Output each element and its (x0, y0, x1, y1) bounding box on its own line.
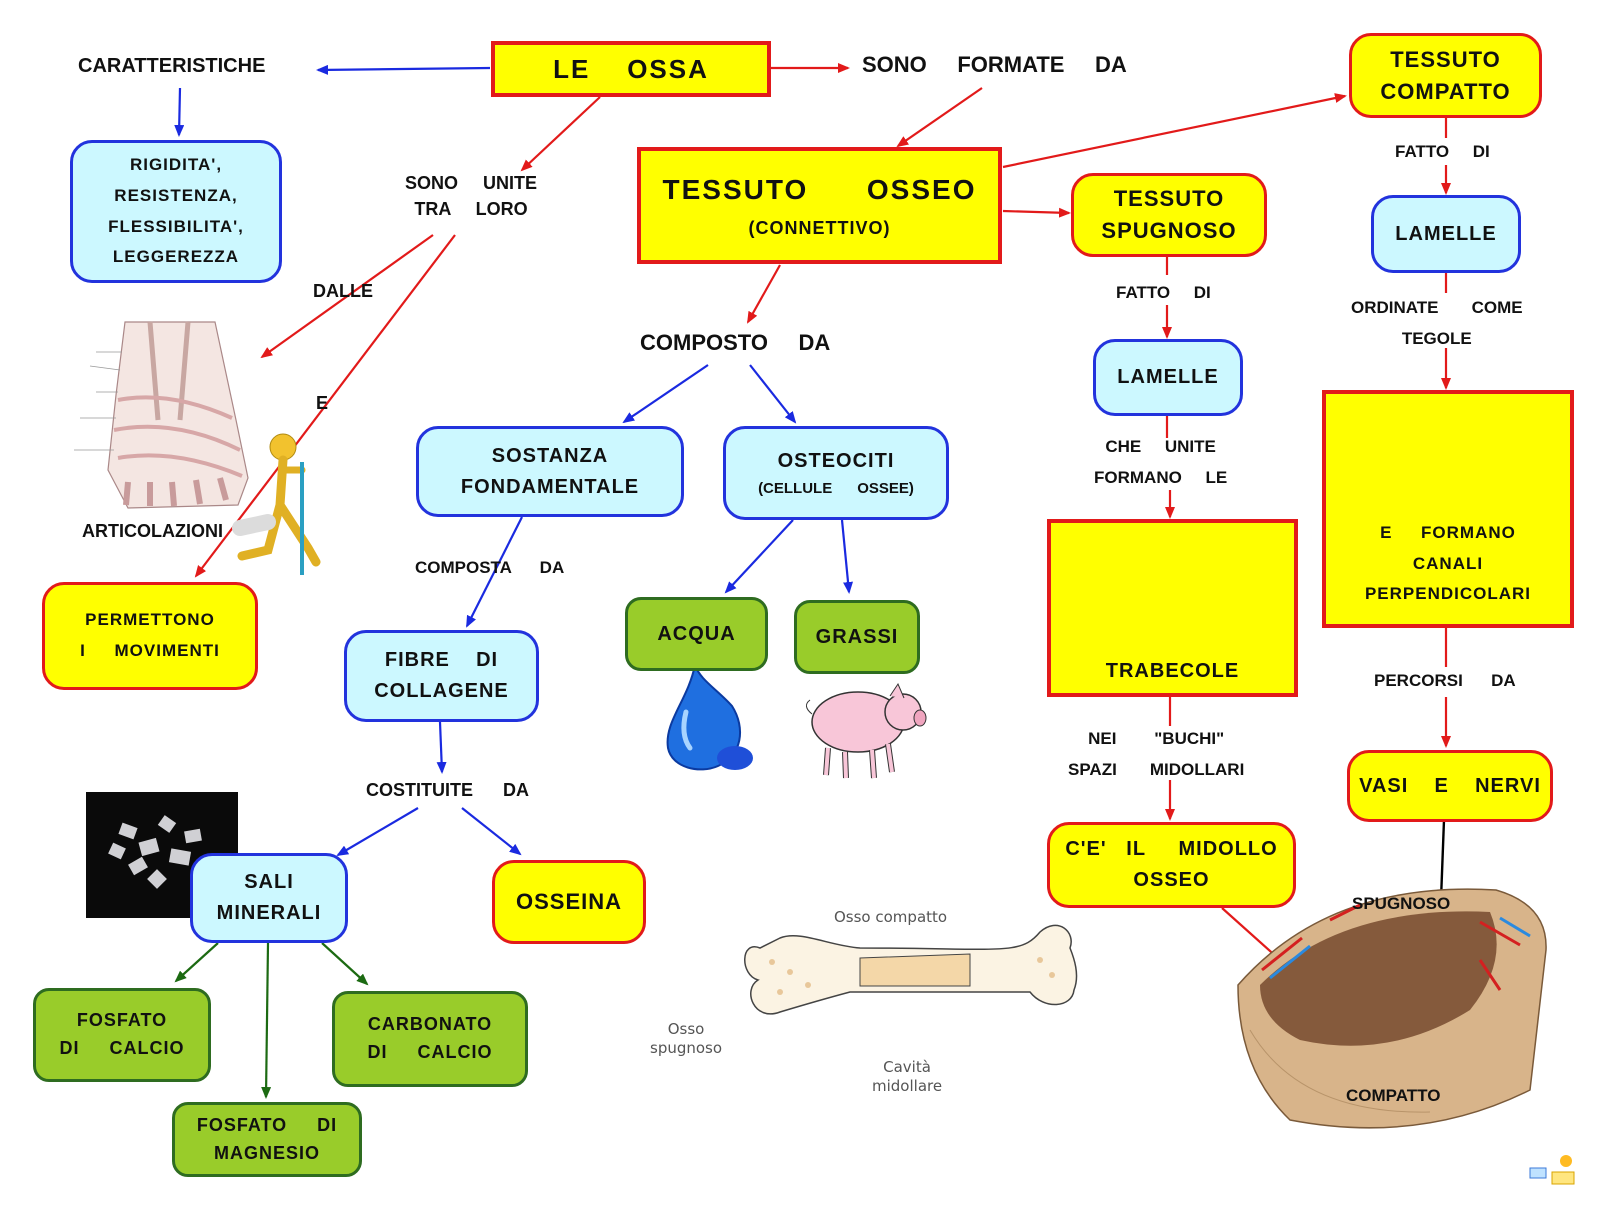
tessuto-osseo-title: TESSUTO OSSEO (662, 173, 977, 205)
fosfato-calcio-box: FOSFATO DI CALCIO (33, 988, 211, 1082)
unite-label: SONO UNITE TRA LORO (405, 173, 538, 220)
cavita-caption: Cavità midollare (872, 1058, 943, 1095)
osso-spugnoso-caption: Osso spugnoso (650, 1020, 723, 1057)
fibre-box: FIBRE DI COLLAGENE (344, 630, 539, 722)
section-compatto-label: COMPATTO (1346, 1086, 1441, 1105)
arrow-to-fosfato-calcio (174, 942, 219, 983)
properties-box: RIGIDITA', RESISTENZA, FLESSIBILITA', LE… (70, 140, 282, 283)
logo-mark-icon (1529, 1155, 1575, 1185)
fosfato-magnesio-box: FOSFATO DI MAGNESIO (172, 1102, 362, 1177)
arrow-to-grassi (840, 519, 854, 594)
arrow-to-sostanza (622, 364, 709, 424)
canali-label: E FORMANO CANALI PERPENDICOLARI (1364, 523, 1532, 604)
arrow-to-sali (336, 807, 419, 857)
sp-fatto-label: FATTO DI (1116, 283, 1211, 302)
arrow-to-unite (520, 96, 601, 172)
dalle-label: DALLE (313, 281, 373, 301)
arrow-to-fosfato-magnesio (261, 942, 272, 1099)
costituite-label: COSTITUITE DA (366, 780, 530, 800)
composto-label: COMPOSTO DA (640, 330, 831, 355)
arrow-to-acqua (724, 519, 794, 594)
arrow-to-tessuto-osseo (896, 87, 983, 148)
cp-ordinate-label: ORDINATE COME TEGOLE (1351, 298, 1523, 348)
cp-lamelle-box: LAMELLE (1371, 195, 1521, 273)
arrow-to-caratteristiche (316, 64, 491, 75)
sostanza-box: SOSTANZA FONDAMENTALE (416, 426, 684, 517)
formate-label: SONO FORMATE DA (862, 52, 1127, 77)
midollo-box: C'E' IL MIDOLLO OSSEO (1047, 822, 1296, 908)
sali-box: SALI MINERALI (190, 853, 348, 943)
osso-compatto-caption: Osso compatto (834, 908, 948, 926)
arrow-to-carbonato (321, 942, 369, 986)
bone-section-icon (1237, 888, 1547, 1129)
arrow-to-movements (194, 234, 456, 578)
crutch-figure-icon (232, 433, 321, 575)
cp-percorsi-label: PERCORSI DA (1374, 671, 1516, 690)
tessuto-osseo-subtitle: (CONNETTIVO) (748, 218, 891, 239)
arrow-to-compatto (1002, 93, 1347, 169)
sp-nei-label: NEI "BUCHI" SPAZI MIDOLLARI (1068, 729, 1245, 779)
cp-fatto-label: FATTO DI (1395, 142, 1490, 161)
pig-icon (806, 682, 927, 779)
articolazioni-label: ARTICOLAZIONI (82, 521, 223, 541)
grassi-box: GRASSI (794, 600, 920, 674)
osteociti-subtitle: (CELLULE OSSEE) (758, 479, 914, 497)
tessuto-compatto-box: TESSUTO COMPATTO (1349, 33, 1542, 118)
sp-che-label: CHE UNITE FORMANO LE (1094, 437, 1228, 487)
hand-joint-anatomy-icon (74, 321, 249, 509)
arrow-to-osseina (461, 807, 522, 856)
tessuto-spugnoso-box: TESSUTO SPUGNOSO (1071, 173, 1267, 257)
femur-icon (744, 924, 1078, 1015)
composta-label: COMPOSTA DA (415, 558, 565, 577)
trabecole-label: TRABECOLE (1105, 660, 1240, 682)
tessuto-osseo-box: TESSUTO OSSEO (CONNETTIVO) (637, 147, 1002, 264)
sp-lamelle-box: LAMELLE (1093, 339, 1243, 416)
movements-box: PERMETTONO I MOVIMENTI (42, 582, 258, 690)
vasi-box: VASI E NERVI (1347, 750, 1553, 822)
arrow-to-composto (747, 264, 781, 324)
osteociti-box: OSTEOCITI (CELLULE OSSEE) (723, 426, 949, 520)
osteociti-title: OSTEOCITI (777, 449, 895, 472)
caratteristiche-label: CARATTERISTICHE (78, 55, 266, 77)
osseina-box: OSSEINA (492, 860, 646, 944)
section-spugnoso-label: SPUGNOSO (1352, 894, 1451, 913)
arrow-to-joints (260, 234, 434, 359)
arrow-to-fibre (466, 516, 523, 628)
le-ossa-title: LE OSSA (491, 41, 771, 97)
water-drop-icon (666, 661, 753, 771)
arrow-to-properties (174, 87, 185, 137)
arrow-to-spugnoso (1002, 207, 1071, 218)
e-label: E (316, 393, 329, 413)
arrow-to-osteociti (749, 364, 797, 424)
acqua-box: ACQUA (625, 597, 768, 671)
trabecole-box: TRABECOLE (1047, 519, 1298, 697)
arrow-to-costituite (436, 721, 447, 774)
canali-box: E FORMANO CANALI PERPENDICOLARI (1322, 390, 1574, 628)
carbonato-calcio-box: CARBONATO DI CALCIO (332, 991, 528, 1087)
